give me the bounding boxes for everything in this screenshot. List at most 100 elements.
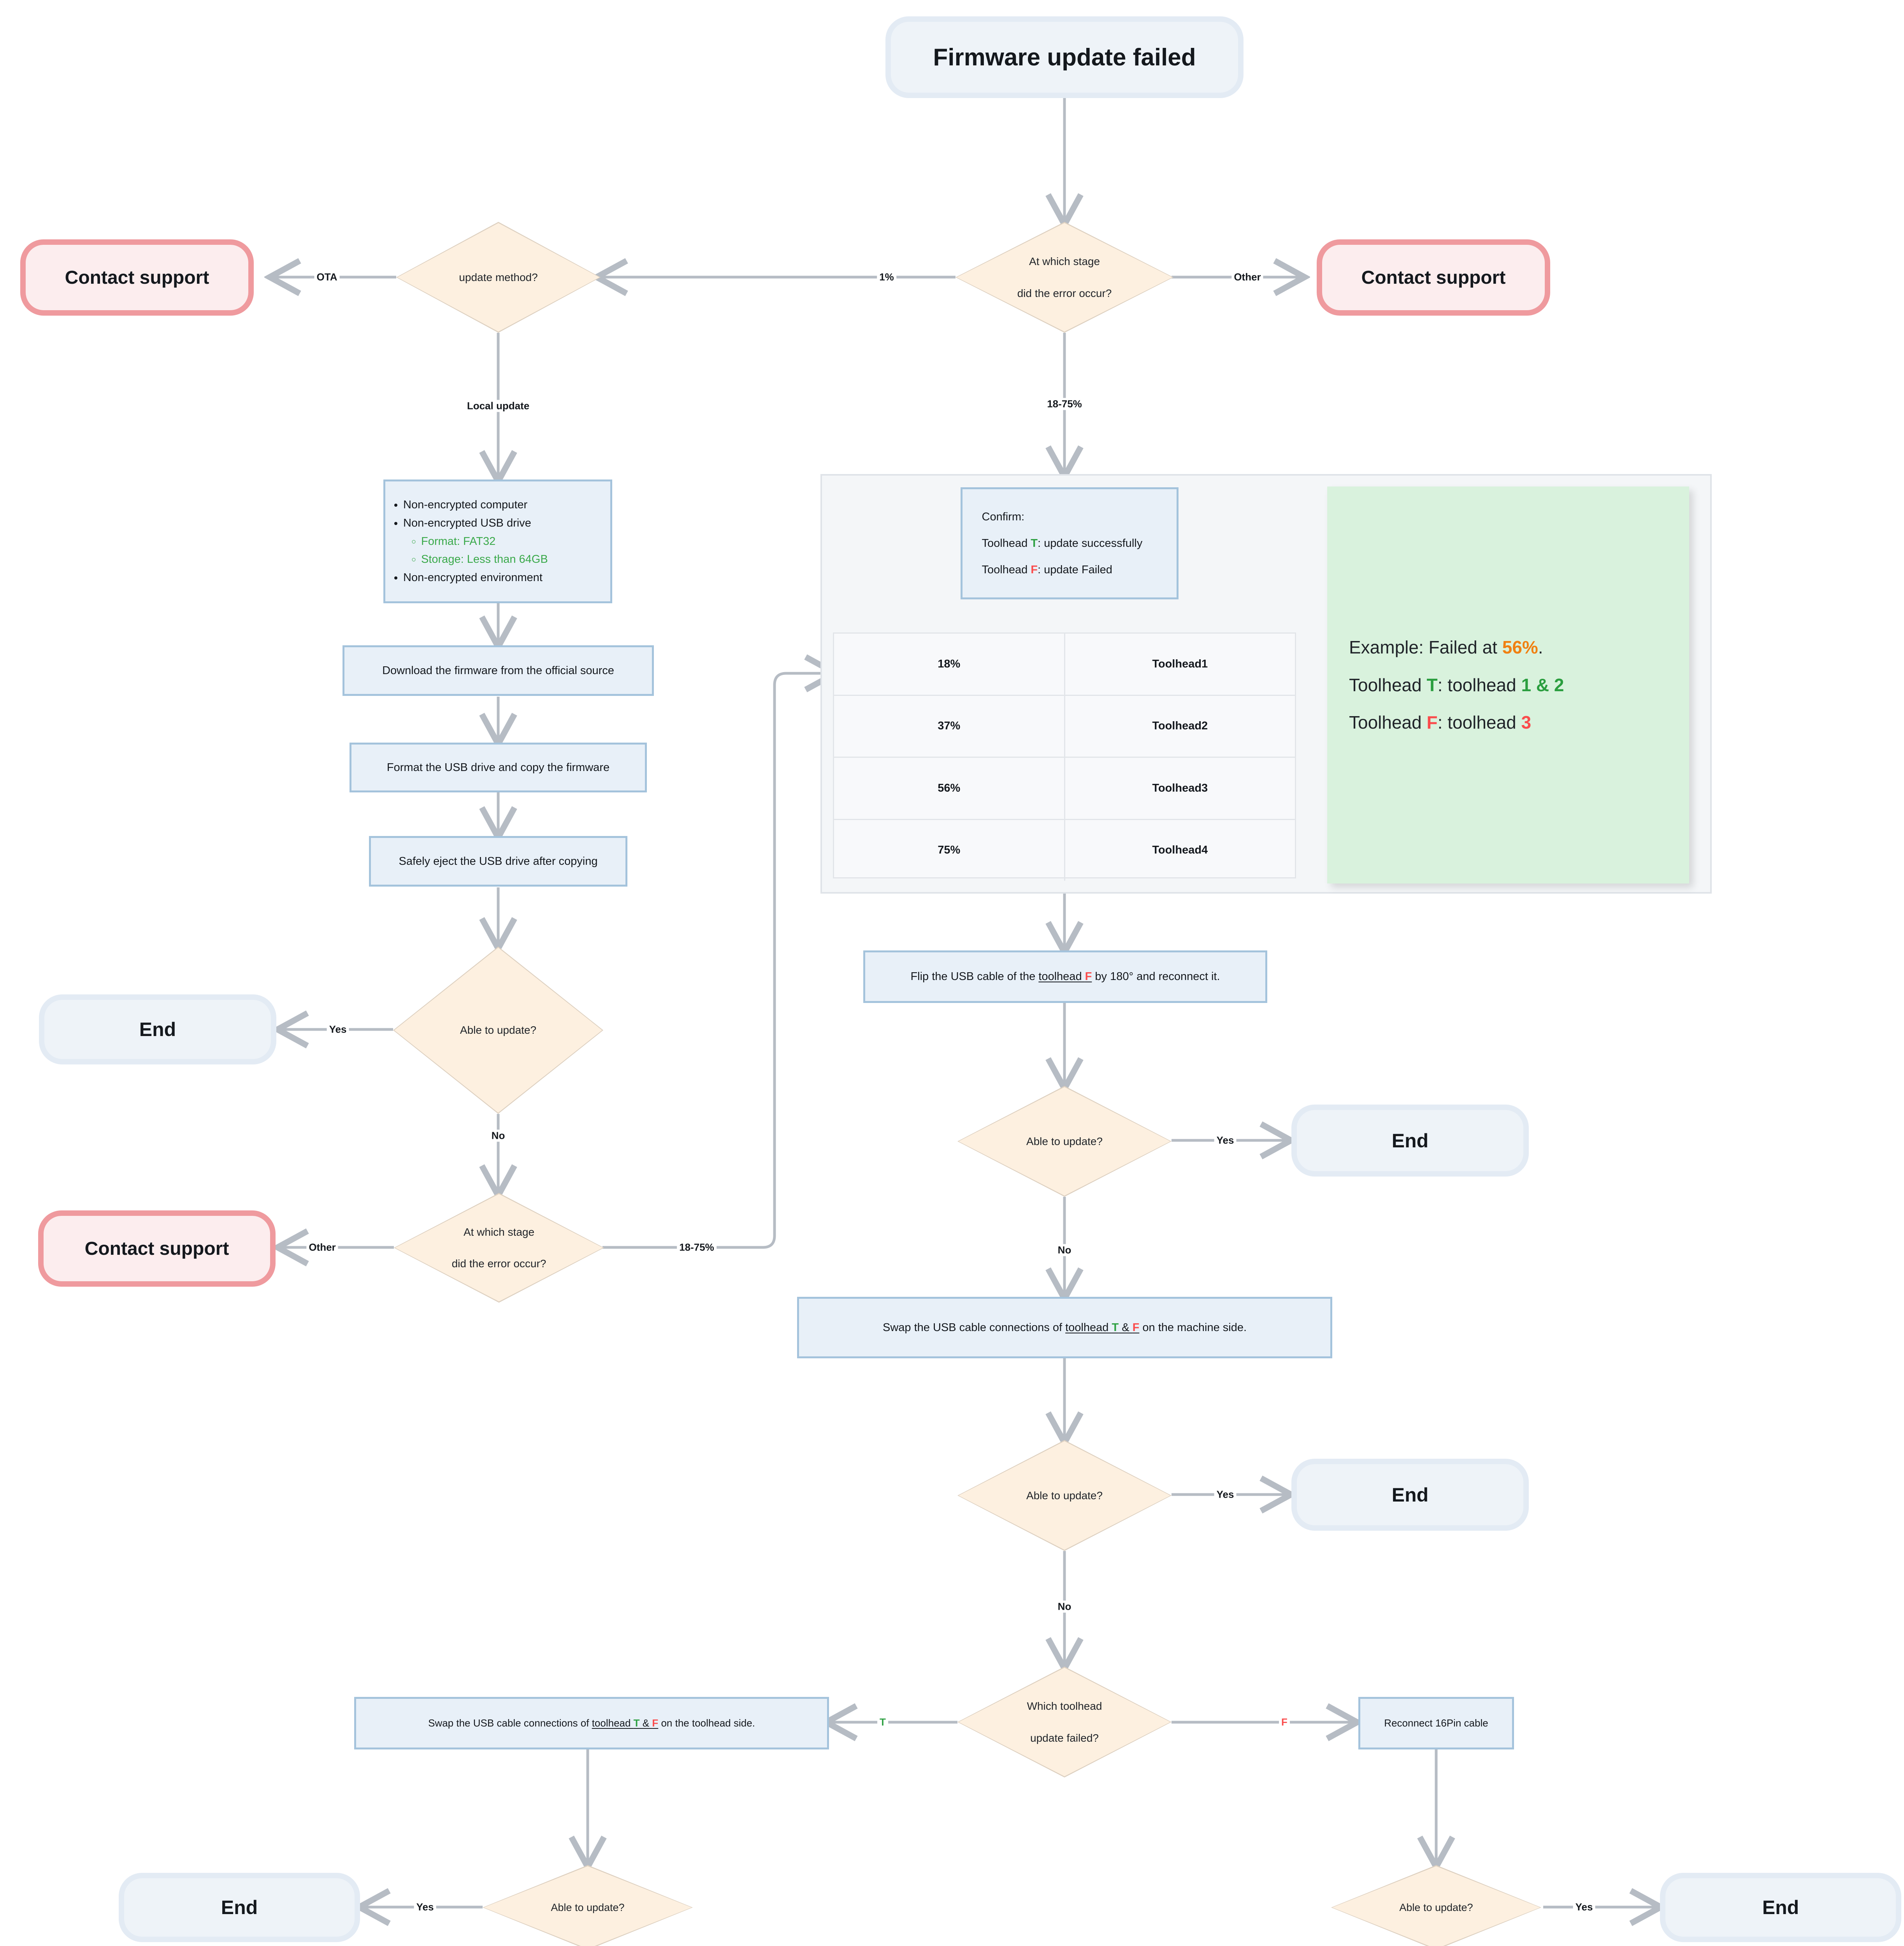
node-swap-usb-machine-side[interactable]: Swap the USB cable connections of toolhe… bbox=[797, 1297, 1332, 1358]
node-reconnect-16pin[interactable]: Reconnect 16Pin cable bbox=[1358, 1697, 1514, 1749]
stage-decision-line1: At which stage bbox=[1029, 255, 1100, 268]
edge-label-no-mid-2: No bbox=[1055, 1600, 1074, 1613]
node-able-to-update-mid-1[interactable]: Able to update? bbox=[957, 1086, 1172, 1197]
contact-support-label: Contact support bbox=[84, 1238, 229, 1259]
toolhead-F-marker: F bbox=[1031, 564, 1038, 576]
node-end-mid-1[interactable]: End bbox=[1291, 1105, 1529, 1177]
which-toolhead-line2: update failed? bbox=[1030, 1732, 1099, 1744]
edge-label-other-top: Other bbox=[1231, 271, 1263, 283]
end-label: End bbox=[221, 1897, 258, 1918]
edge-label-f-upper: F bbox=[1279, 1716, 1290, 1728]
node-able-to-update-left-branch[interactable]: Able to update? bbox=[483, 1865, 693, 1946]
table-row: 18% Toolhead1 bbox=[834, 634, 1295, 696]
confirm-line3: Toolhead F: update Failed bbox=[982, 564, 1112, 576]
able-to-update-label: Able to update? bbox=[1026, 1489, 1103, 1502]
table-cell-toolhead: Toolhead2 bbox=[1152, 720, 1208, 732]
able-to-update-label: Able to update? bbox=[460, 1024, 537, 1036]
node-contact-support-top-right[interactable]: Contact support bbox=[1317, 239, 1550, 316]
node-stage-decision-left[interactable]: At which stage did the error occur? bbox=[394, 1193, 604, 1303]
contact-support-label: Contact support bbox=[1361, 267, 1506, 288]
table-row: 56% Toolhead3 bbox=[834, 758, 1295, 820]
edge-label-18-75-top: 18-75% bbox=[1045, 398, 1084, 410]
requirements-list: Non-encrypted computer Non-encrypted USB… bbox=[385, 496, 548, 587]
table-row: 75% Toolhead4 bbox=[834, 820, 1295, 881]
toolhead-F-marker: F bbox=[1426, 712, 1438, 733]
eject-usb-label: Safely eject the USB drive after copying bbox=[399, 855, 598, 868]
node-swap-usb-toolhead-side[interactable]: Swap the USB cable connections of toolhe… bbox=[354, 1697, 829, 1749]
able-to-update-label: Able to update? bbox=[1026, 1135, 1103, 1147]
end-label: End bbox=[1391, 1484, 1429, 1506]
table-cell-toolhead: Toolhead3 bbox=[1152, 782, 1208, 794]
table-cell-toolhead: Toolhead4 bbox=[1152, 844, 1208, 857]
node-start[interactable]: Firmware update failed bbox=[885, 16, 1244, 98]
node-requirements[interactable]: Non-encrypted computer Non-encrypted USB… bbox=[383, 479, 612, 603]
node-contact-support-left[interactable]: Contact support bbox=[38, 1210, 276, 1287]
table-cell-percent: 37% bbox=[834, 696, 1065, 757]
edge-label-yes-left-2: Yes bbox=[414, 1901, 436, 1913]
list-item: Format: FAT32 bbox=[421, 532, 548, 551]
node-start-label: Firmware update failed bbox=[933, 44, 1196, 71]
swap-usb-machine-label: Swap the USB cable connections of toolhe… bbox=[882, 1321, 1247, 1334]
node-which-toolhead-decision-1[interactable]: Which toolhead update failed? bbox=[957, 1667, 1172, 1777]
node-able-to-update-left[interactable]: Able to update? bbox=[393, 947, 603, 1114]
node-update-method-decision[interactable]: update method? bbox=[396, 222, 601, 333]
edge-label-yes-right-1: Yes bbox=[1573, 1901, 1595, 1913]
reconnect-16pin-label: Reconnect 16Pin cable bbox=[1384, 1717, 1488, 1729]
which-toolhead-line1: Which toolhead bbox=[1027, 1700, 1102, 1712]
download-firmware-label: Download the firmware from the official … bbox=[382, 664, 614, 677]
toolhead-T-marker: T bbox=[1426, 674, 1438, 695]
list-item: Non-encrypted environment bbox=[403, 569, 548, 587]
stage-decision-line2: did the error occur? bbox=[1017, 287, 1112, 299]
node-end-mid-2[interactable]: End bbox=[1291, 1459, 1529, 1531]
node-end-right-1[interactable]: End bbox=[1660, 1873, 1901, 1942]
node-flip-usb-cable[interactable]: Flip the USB cable of the toolhead F by … bbox=[863, 950, 1267, 1003]
node-end-left-1[interactable]: End bbox=[39, 994, 276, 1064]
end-label: End bbox=[1391, 1129, 1429, 1152]
list-item: Non-encrypted computer bbox=[403, 496, 548, 514]
edge-label-other-left: Other bbox=[306, 1241, 338, 1254]
contact-support-label: Contact support bbox=[65, 267, 209, 288]
stage-decision-line1: At which stage bbox=[463, 1226, 535, 1238]
update-method-label: update method? bbox=[459, 271, 538, 283]
note-line-3: Toolhead F: toolhead 3 bbox=[1349, 712, 1532, 733]
flip-usb-cable-label: Flip the USB cable of the toolhead F by … bbox=[910, 970, 1220, 983]
note-line-2: Toolhead T: toolhead 1 & 2 bbox=[1349, 674, 1564, 695]
node-format-usb[interactable]: Format the USB drive and copy the firmwa… bbox=[350, 743, 647, 792]
edge-label-1-percent: 1% bbox=[877, 271, 896, 283]
able-to-update-label: Able to update? bbox=[551, 1901, 625, 1913]
toolhead-F-marker: F bbox=[1132, 1321, 1140, 1334]
toolhead-T-value: 1 & 2 bbox=[1521, 674, 1564, 695]
stage-mapping-table[interactable]: 18% Toolhead1 37% Toolhead2 56% Toolhead… bbox=[833, 632, 1296, 881]
table-row: 37% Toolhead2 bbox=[834, 696, 1295, 758]
end-label: End bbox=[139, 1019, 176, 1040]
stage-decision-line2: did the error occur? bbox=[451, 1258, 546, 1270]
node-end-left-2[interactable]: End bbox=[119, 1873, 360, 1942]
table-cell-percent: 56% bbox=[834, 758, 1065, 819]
edge-label-yes-mid-2: Yes bbox=[1214, 1488, 1237, 1501]
edge-label-no-mid-1: No bbox=[1055, 1244, 1074, 1256]
node-able-to-update-right-branch[interactable]: Able to update? bbox=[1331, 1865, 1541, 1946]
toolhead-F-value: 3 bbox=[1521, 712, 1532, 733]
end-label: End bbox=[1762, 1897, 1799, 1918]
toolhead-F-marker: F bbox=[652, 1717, 659, 1729]
table-cell-percent: 75% bbox=[834, 820, 1065, 881]
note-example: Example: Failed at 56%. Toolhead T: tool… bbox=[1327, 486, 1689, 883]
format-usb-label: Format the USB drive and copy the firmwa… bbox=[386, 761, 610, 774]
edge-label-no-left-1: No bbox=[489, 1129, 508, 1142]
node-stage-decision-top[interactable]: At which stage did the error occur? bbox=[956, 222, 1173, 333]
edge-label-18-75-left: 18-75% bbox=[677, 1241, 717, 1254]
node-download-firmware[interactable]: Download the firmware from the official … bbox=[343, 645, 654, 696]
node-able-to-update-mid-2[interactable]: Able to update? bbox=[957, 1440, 1172, 1551]
toolhead-T-marker: T bbox=[1112, 1321, 1119, 1334]
toolhead-F-marker: F bbox=[1085, 970, 1092, 983]
node-eject-usb[interactable]: Safely eject the USB drive after copying bbox=[369, 836, 627, 887]
node-confirm[interactable]: Confirm: Toolhead T: update successfully… bbox=[961, 487, 1179, 599]
failed-percent-value: 56% bbox=[1502, 637, 1538, 658]
confirm-line1: Confirm: bbox=[982, 510, 1025, 523]
confirm-line2: Toolhead T: update successfully bbox=[982, 537, 1143, 550]
node-contact-support-top-left[interactable]: Contact support bbox=[20, 239, 254, 316]
table-cell-percent: 18% bbox=[834, 634, 1065, 695]
toolhead-T-marker: T bbox=[633, 1717, 640, 1729]
toolhead-T-marker: T bbox=[1031, 537, 1038, 550]
